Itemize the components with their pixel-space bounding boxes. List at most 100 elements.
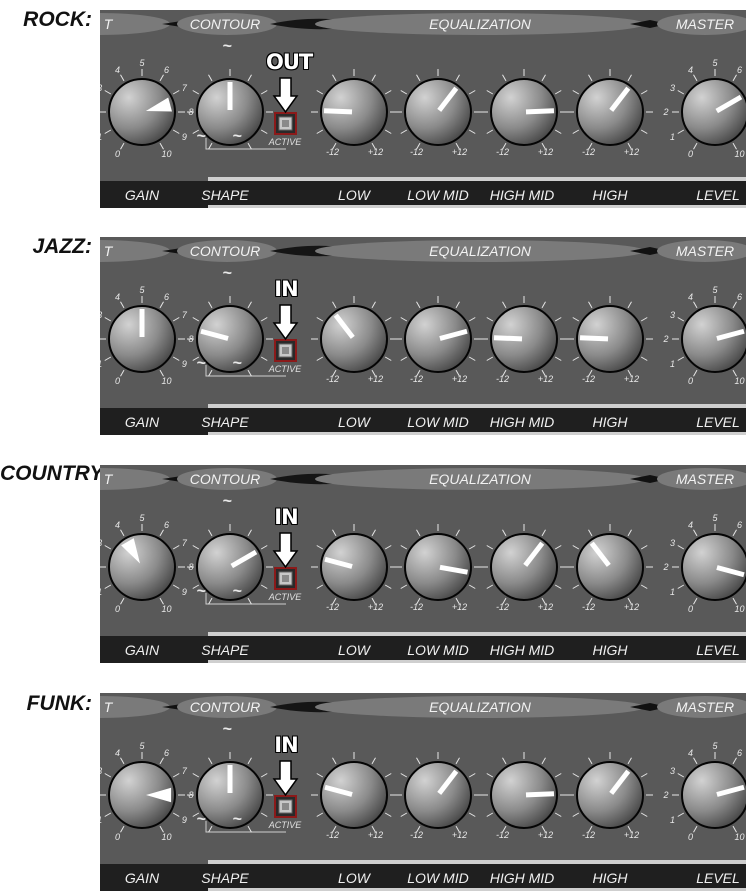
header-equalization: EQUALIZATION xyxy=(429,243,531,259)
high-knob[interactable] xyxy=(567,752,653,833)
gain-label: GAIN xyxy=(124,187,160,203)
level-scale-number: 0 xyxy=(687,149,693,160)
eq-scale-max: +12 xyxy=(623,602,640,613)
level-scale-number: 2 xyxy=(663,107,669,117)
low-mid-knob[interactable] xyxy=(395,524,481,605)
level-scale-number: 0 xyxy=(687,604,693,615)
low-mid-knob[interactable] xyxy=(395,69,481,150)
high-knob[interactable] xyxy=(567,296,653,377)
gain-scale-number: 4 xyxy=(114,291,120,302)
high-label: HIGH xyxy=(592,414,628,430)
shape-wave-symbol: ~ xyxy=(232,583,242,600)
level-scale-number: 10 xyxy=(734,376,745,387)
level-knob[interactable] xyxy=(672,752,746,833)
gain-knob[interactable] xyxy=(100,69,185,150)
gain-knob[interactable] xyxy=(100,524,185,605)
eq-scale-min: -12 xyxy=(409,602,423,613)
header-cut-text: T xyxy=(103,16,113,32)
gain-scale-number: 5 xyxy=(139,513,145,523)
gain-label: GAIN xyxy=(124,870,160,886)
low-knob[interactable] xyxy=(311,69,397,150)
shape-knob[interactable] xyxy=(187,524,273,605)
level-scale-number: 6 xyxy=(736,64,742,75)
low-knob[interactable] xyxy=(311,752,397,833)
high-mid-knob[interactable] xyxy=(481,524,567,605)
preset-name: JAZZ: xyxy=(32,235,93,258)
level-scale-number: 3 xyxy=(670,82,676,93)
contour-state-label: IN xyxy=(274,733,298,757)
header-equalization: EQUALIZATION xyxy=(429,699,531,715)
shape-knob[interactable] xyxy=(187,296,273,377)
gain-scale-number: 1 xyxy=(100,132,108,142)
high-mid-knob[interactable] xyxy=(481,69,567,150)
gain-label: GAIN xyxy=(124,642,160,658)
panel-graphics xyxy=(100,240,746,435)
level-scale-number: 10 xyxy=(734,149,745,160)
high-mid-label: HIGH MID xyxy=(489,187,555,203)
gain-scale-number: 8 xyxy=(188,790,194,800)
eq-scale-min: -12 xyxy=(325,147,339,158)
level-knob[interactable] xyxy=(672,69,746,150)
amp-panel: TCONTOUREQUALIZATIONMASTER01234567891001… xyxy=(100,465,746,663)
level-knob[interactable] xyxy=(672,296,746,377)
contour-active-switch[interactable] xyxy=(274,112,297,135)
level-scale-number: 5 xyxy=(712,741,718,751)
high-knob[interactable] xyxy=(567,524,653,605)
eq-scale-max: +12 xyxy=(367,830,384,841)
eq-scale-min: -12 xyxy=(581,830,595,841)
gain-scale-number: 10 xyxy=(161,604,172,615)
eq-scale-min: -12 xyxy=(495,374,509,385)
low-mid-label: LOW MID xyxy=(407,642,469,658)
shape-label: SHAPE xyxy=(201,187,249,203)
low-mid-knob[interactable] xyxy=(395,296,481,377)
eq-scale-max: +12 xyxy=(367,602,384,613)
gain-scale-number: 1 xyxy=(100,815,108,825)
eq-scale-min: -12 xyxy=(325,374,339,385)
amp-panel: TCONTOUREQUALIZATIONMASTER01234567891001… xyxy=(100,237,746,435)
high-mid-label: HIGH MID xyxy=(489,870,555,886)
gain-label: GAIN xyxy=(124,414,160,430)
header-master: MASTER xyxy=(675,471,735,487)
level-label: LEVEL xyxy=(696,642,740,658)
arrow-down-icon xyxy=(272,532,299,569)
high-mid-knob[interactable] xyxy=(481,296,567,377)
shape-knob[interactable] xyxy=(187,69,273,150)
low-knob[interactable] xyxy=(311,296,397,377)
header-bar xyxy=(100,468,746,490)
low-knob[interactable] xyxy=(311,524,397,605)
header-equalization: EQUALIZATION xyxy=(429,16,531,32)
gain-knob[interactable] xyxy=(100,752,185,833)
level-knob[interactable] xyxy=(672,524,746,605)
shape-knob[interactable] xyxy=(187,752,273,833)
shape-wave-symbol: ~ xyxy=(222,493,232,510)
level-label: LEVEL xyxy=(696,187,740,203)
header-equalization: EQUALIZATION xyxy=(429,471,531,487)
contour-active-switch[interactable] xyxy=(274,795,297,818)
gain-scale-number: 5 xyxy=(139,58,145,68)
contour-active-switch[interactable] xyxy=(274,339,297,362)
preset-name: FUNK: xyxy=(26,692,92,715)
header-contour: CONTOUR xyxy=(189,471,261,487)
header-cut-text: T xyxy=(103,471,113,487)
gain-scale-number: 2 xyxy=(100,334,101,344)
switch-active-label: ACTIVE xyxy=(268,137,302,147)
high-knob[interactable] xyxy=(567,69,653,150)
gain-scale-number: 10 xyxy=(161,149,172,160)
eq-scale-min: -12 xyxy=(409,147,423,158)
panel-graphics xyxy=(100,696,746,891)
low-label: LOW xyxy=(338,414,370,430)
level-scale-number: 3 xyxy=(670,537,676,548)
low-label: LOW xyxy=(338,642,370,658)
eq-scale-min: -12 xyxy=(495,147,509,158)
low-mid-label: LOW MID xyxy=(407,414,469,430)
high-mid-knob[interactable] xyxy=(481,752,567,833)
contour-active-switch[interactable] xyxy=(274,567,297,590)
gain-scale-number: 5 xyxy=(139,285,145,295)
low-mid-knob[interactable] xyxy=(395,752,481,833)
level-scale-number: 3 xyxy=(670,309,676,320)
gain-knob[interactable] xyxy=(100,296,185,377)
level-scale-number: 10 xyxy=(734,832,745,843)
shape-wave-symbol: ~ xyxy=(222,38,232,55)
arrow-down-icon xyxy=(272,304,299,341)
eq-scale-max: +12 xyxy=(537,602,554,613)
